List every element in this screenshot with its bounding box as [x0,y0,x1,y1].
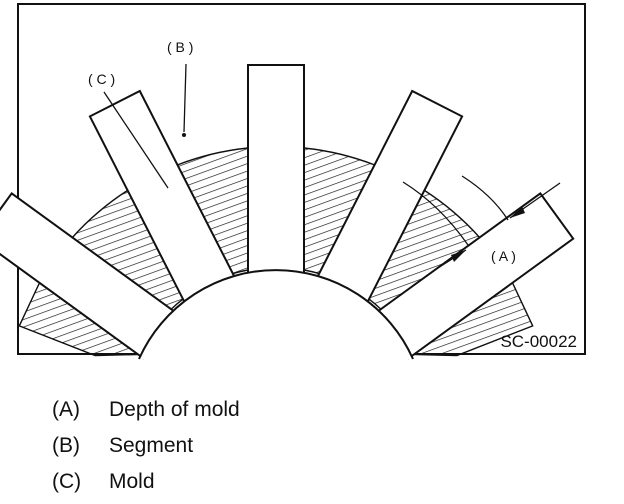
leader-b-dot [182,133,186,137]
commutator-diagram: ( B ) ( C ) ( A ) SC-00022 [0,3,586,360]
hub-arc [138,269,414,360]
legend-key: (A) [52,398,80,421]
leader-c [103,91,169,189]
figure-code: SC-00022 [500,332,577,351]
leader-b [183,63,187,133]
legend-row-a: (A) Depth of mold [52,392,612,428]
hub-mask [139,270,413,359]
legend-key: (C) [52,470,82,493]
legend: (A) Depth of mold (B) Segment (C) Mold [52,392,612,500]
legend-row-b: (B) Segment [52,428,612,464]
legend-text: Depth of mold [109,398,240,421]
segment [247,64,305,277]
label-b: ( B ) [167,39,193,55]
segments [0,64,575,360]
legend-text: Mold [109,470,155,493]
label-a: ( A ) [491,248,516,264]
legend-text: Segment [109,434,194,457]
depth-dimension [402,175,561,269]
legend-row-c: (C) Mold [52,464,612,500]
legend-key: (B) [52,434,80,457]
label-c: ( C ) [88,71,115,87]
